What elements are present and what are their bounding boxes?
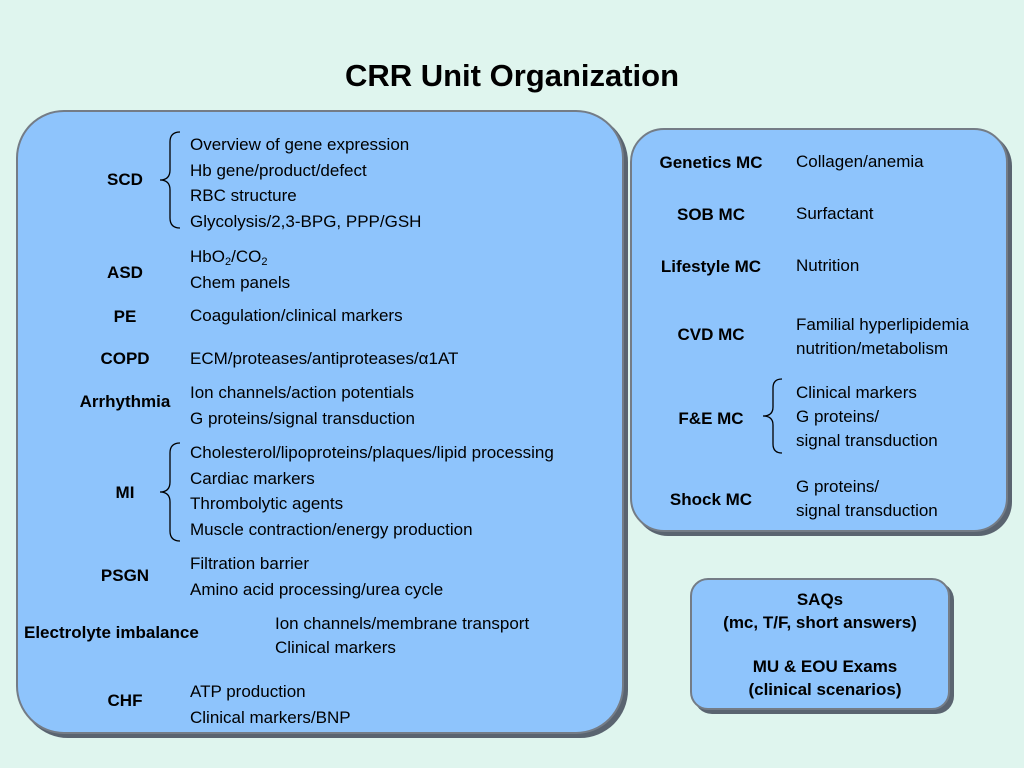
exams-panel [690, 578, 950, 710]
topic-item: nutrition/metabolism [796, 339, 949, 358]
mc-label-cvd: CVD MC [677, 325, 745, 344]
topic-item: Hb gene/product/defect [190, 160, 367, 180]
exam-line: (clinical scenarios) [748, 680, 902, 699]
arrhythmia-topics: Ion channels/action potentials G protein… [190, 380, 415, 431]
unit-label-copd: COPD [100, 349, 150, 368]
topic-item: Clinical markers [796, 383, 917, 402]
topic-item: Thrombolytic agents [190, 494, 344, 513]
asd-topics: HbO2/CO2 Chem panels [190, 244, 290, 295]
topic-item: Nutrition [796, 256, 860, 275]
scd-topics: Overview of gene expression Hb gene/prod… [190, 132, 421, 234]
sob-mc-topics: Surfactant [796, 201, 874, 227]
topic-item: Chem panels [190, 272, 291, 292]
units-panel [16, 110, 624, 734]
topic-item: G proteins/ [796, 407, 880, 426]
mc-label-sob: SOB MC [677, 205, 745, 224]
mc-label-genetics: Genetics MC [659, 153, 763, 172]
mc-label-lifestyle: Lifestyle MC [660, 257, 762, 276]
topic-item: Muscle contraction/energy production [190, 519, 473, 539]
unit-label-electrolyte-imbalance: Electrolyte imbalance [24, 623, 199, 642]
topic-item: signal transduction [796, 501, 938, 520]
unit-label-asd: ASD [107, 263, 143, 282]
genetics-mc-topics: Collagen/anemia [796, 149, 924, 175]
topic-item: HbO2/CO2 [190, 247, 268, 268]
saqs-block: SAQs (mc, T/F, short answers) [692, 588, 948, 634]
topic-item: Cholesterol/lipoproteins/plaques/lipid p… [190, 443, 554, 462]
unit-label-arrhythmia: Arrhythmia [79, 392, 171, 411]
topic-item: ATP production [190, 682, 306, 701]
topic-item: G proteins/signal transduction [190, 408, 415, 428]
exam-line: MU & EOU Exams [752, 657, 898, 676]
exam-line: (mc, T/F, short answers) [723, 613, 917, 632]
topic-item: Overview of gene expression [190, 135, 410, 154]
psgn-topics: Filtration barrier Amino acid processing… [190, 551, 443, 602]
topic-item: Familial hyperlipidemia [796, 315, 969, 334]
fe-brace-icon [762, 378, 783, 454]
copd-topics: ECM/proteases/antiproteases/α1AT [190, 346, 458, 372]
topic-item: Cardiac markers [190, 468, 315, 488]
page-title: CRR Unit Organization [344, 58, 680, 93]
exams-block: MU & EOU Exams (clinical scenarios) [697, 655, 953, 701]
cvd-mc-topics: Familial hyperlipidemia nutrition/metabo… [796, 313, 969, 361]
topic-item: Collagen/anemia [796, 152, 924, 171]
lifestyle-mc-topics: Nutrition [796, 253, 859, 279]
topic-item: Ion channels/action potentials [190, 383, 414, 402]
mi-topics: Cholesterol/lipoproteins/plaques/lipid p… [190, 440, 554, 542]
fe-mc-topics: Clinical markers G proteins/ signal tran… [796, 381, 938, 453]
topic-item: Clinical markers [275, 638, 396, 657]
mc-label-shock: Shock MC [669, 490, 753, 509]
unit-label-pe: PE [113, 307, 137, 326]
topic-item: Amino acid processing/urea cycle [190, 579, 444, 599]
unit-label-scd: SCD [107, 170, 143, 189]
electrolyte-topics: Ion channels/membrane transport Clinical… [275, 612, 529, 660]
scd-brace-icon [159, 131, 181, 229]
mc-label-fe: F&E MC [678, 409, 744, 428]
topic-item: Filtration barrier [190, 554, 310, 573]
shock-mc-topics: G proteins/ signal transduction [796, 475, 938, 523]
topic-item: Coagulation/clinical markers [190, 306, 403, 325]
topic-item: G proteins/ [796, 477, 880, 496]
topic-item: Glycolysis/2,3-BPG, PPP/GSH [190, 211, 422, 231]
unit-label-mi: MI [115, 483, 135, 502]
topic-item: Surfactant [796, 204, 874, 223]
unit-label-chf: CHF [107, 691, 143, 710]
unit-label-psgn: PSGN [100, 566, 150, 585]
topic-item: Ion channels/membrane transport [275, 614, 530, 633]
exam-line: SAQs [796, 590, 844, 609]
topic-item: RBC structure [190, 186, 297, 205]
topic-item: signal transduction [796, 431, 938, 450]
chf-topics: ATP production Clinical markers/BNP [190, 679, 351, 730]
mi-brace-icon [159, 442, 181, 542]
pe-topics: Coagulation/clinical markers [190, 303, 403, 329]
topic-item: ECM/proteases/antiproteases/α1AT [190, 349, 459, 368]
topic-item: Clinical markers/BNP [190, 707, 351, 727]
mc-panel [630, 128, 1008, 532]
